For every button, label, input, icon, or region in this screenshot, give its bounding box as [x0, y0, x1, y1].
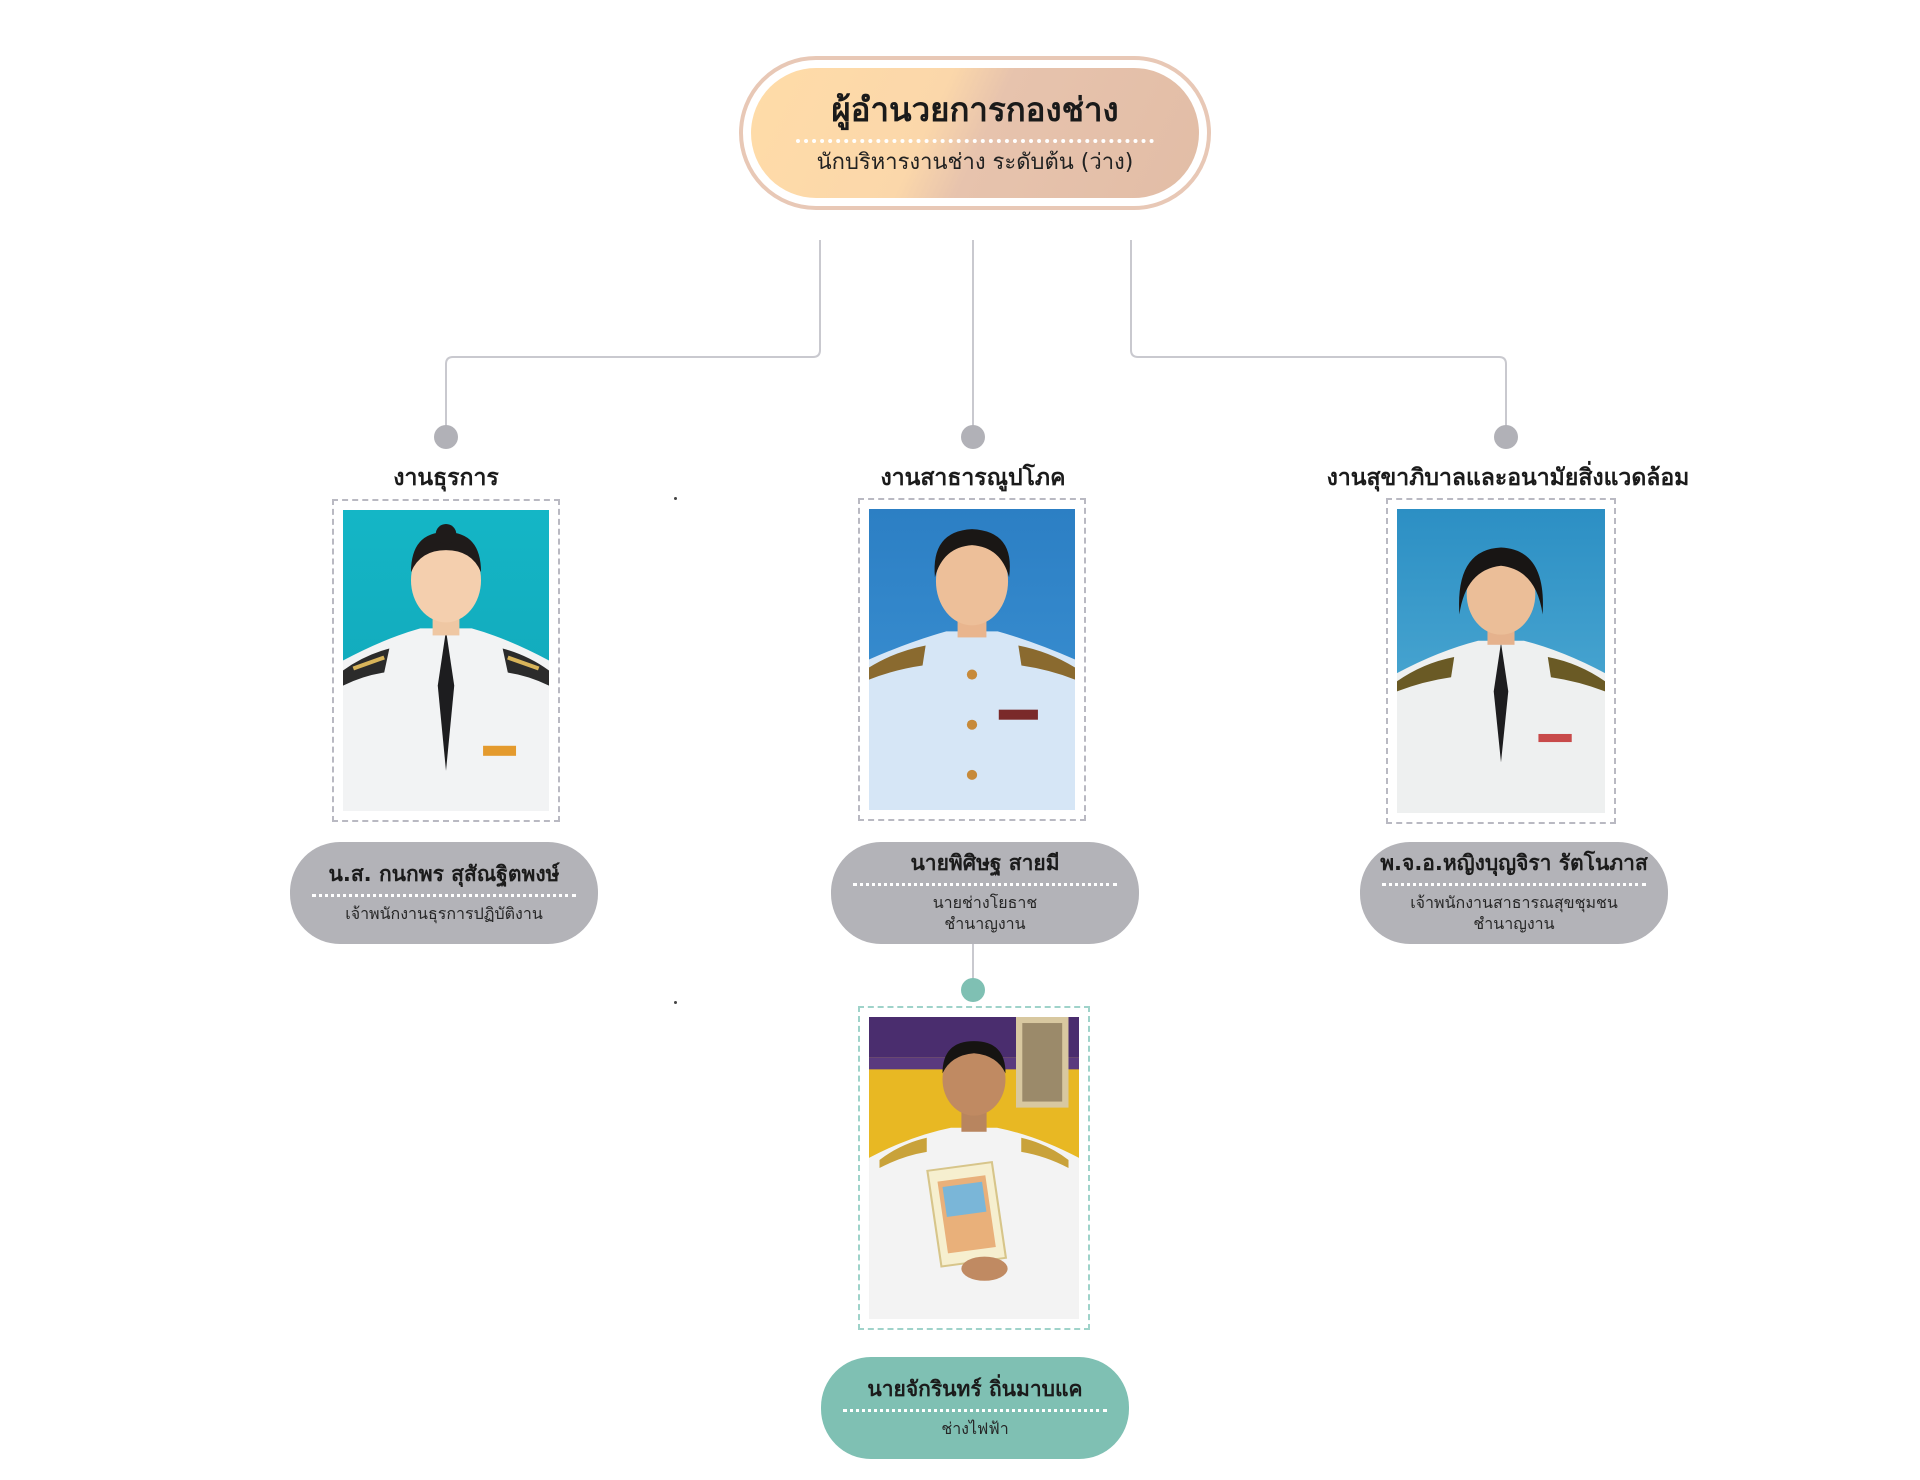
photo-frame-public-works — [858, 498, 1086, 821]
portrait-public-works-head — [869, 509, 1075, 810]
dotted-divider — [852, 883, 1118, 887]
node-dot-public-works — [961, 425, 985, 449]
person-role-line2: ชำนาญงาน — [944, 914, 1026, 934]
photo-frame-electrician — [858, 1006, 1090, 1330]
name-pill-sanitation-staff: พ.จ.อ.หญิงบุญจิรา รัตโนภาส เจ้าพนักงานสา… — [1360, 842, 1668, 944]
node-dot-admin — [434, 425, 458, 449]
person-name: นายจักรินทร์ ถิ่นมาบแค — [867, 1376, 1083, 1401]
person-role-line1: เจ้าพนักงานสาธารณสุขชุมชน — [1410, 893, 1618, 913]
director-box: ผู้อำนวยการกองช่าง นักบริหารงานช่าง ระดั… — [739, 56, 1211, 210]
director-box-inner: ผู้อำนวยการกองช่าง นักบริหารงานช่าง ระดั… — [751, 68, 1199, 198]
person-role: ช่างไฟฟ้า — [941, 1418, 1009, 1438]
stray-dot — [674, 1001, 677, 1004]
director-title: ผู้อำนวยการกองช่าง — [831, 89, 1119, 129]
portrait-sanitation-staff — [1397, 509, 1605, 813]
photo-frame-admin — [332, 499, 560, 822]
director-subtitle: นักบริหารงานช่าง ระดับต้น (ว่าง) — [816, 149, 1134, 175]
photo-frame-sanitation — [1386, 498, 1616, 824]
person-role: เจ้าพนักงานธุรการปฏิบัติงาน — [345, 903, 543, 923]
name-pill-public-works-head: นายพิศิษฐ สายมี นายช่างโยธาช ชำนาญงาน — [831, 842, 1139, 944]
dotted-divider — [842, 1408, 1108, 1412]
person-name: นายพิศิษฐ สายมี — [910, 851, 1060, 876]
connector-to-sanitation — [1130, 240, 1507, 436]
person-role-line1: นายช่างโยธาช — [932, 893, 1038, 913]
person-name: น.ส. กนกพร สุสัณฐิตพงษ์ — [328, 861, 560, 886]
stray-dot — [674, 497, 677, 500]
node-dot-sanitation — [1494, 425, 1518, 449]
dotted-divider — [795, 138, 1155, 143]
person-name: พ.จ.อ.หญิงบุญจิรา รัตโนภาส — [1380, 851, 1648, 876]
connector-to-admin — [445, 240, 821, 436]
person-role-line2: ชำนาญงาน — [1473, 914, 1555, 934]
section-title-public-works: งานสาธารณูปโภค — [880, 465, 1066, 491]
section-title-sanitation: งานสุขาภิบาลและอนามัยสิ่งแวดล้อม — [1326, 465, 1690, 491]
portrait-electrician — [869, 1017, 1079, 1319]
section-title-admin: งานธุรการ — [393, 465, 499, 491]
portrait-admin-staff — [343, 510, 549, 811]
dotted-divider — [1381, 883, 1647, 887]
node-dot-electrician — [961, 978, 985, 1002]
name-pill-electrician: นายจักรินทร์ ถิ่นมาบแค ช่างไฟฟ้า — [821, 1357, 1129, 1459]
dotted-divider — [311, 893, 577, 897]
name-pill-admin-staff: น.ส. กนกพร สุสัณฐิตพงษ์ เจ้าพนักงานธุรกา… — [290, 842, 598, 944]
